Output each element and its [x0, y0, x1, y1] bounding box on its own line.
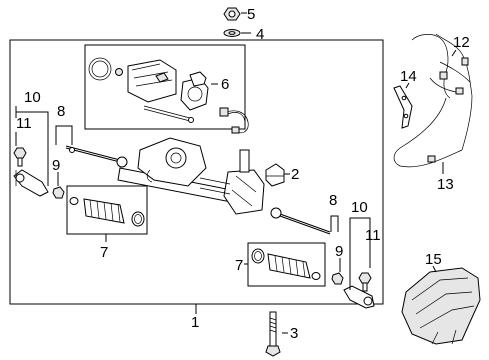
jam-nut-right: [331, 272, 344, 285]
callout-6: 6: [221, 76, 229, 93]
washer-part-4: [223, 29, 251, 37]
callout-1: 1: [191, 314, 199, 331]
leader-15: [432, 265, 437, 273]
leader-10-left: [15, 106, 49, 186]
callout-10-right: 10: [351, 199, 368, 216]
callout-8-right: 8: [329, 192, 337, 209]
callout-10-left: 10: [24, 89, 41, 106]
steering-gear-rack: [117, 137, 265, 215]
leader-8-left: [55, 125, 73, 145]
callout-7-right: 7: [235, 257, 243, 274]
callout-14: 14: [400, 68, 417, 85]
outer-tie-rod-end-right: [343, 272, 375, 309]
leader-8-right: [330, 215, 339, 232]
bracket-part-14: [393, 85, 413, 129]
inner-tie-rod-left: [65, 145, 128, 168]
callout-7-left: 7: [100, 244, 108, 261]
left-boot-kit-box: [66, 185, 148, 235]
callout-9-right: 9: [335, 243, 343, 260]
callout-11-left: 11: [16, 115, 32, 132]
electric-motor-kit-part-6: [88, 57, 218, 123]
bushing-part-2: [265, 163, 288, 187]
jam-nut-left: [52, 186, 65, 199]
callout-2: 2: [291, 166, 299, 183]
callout-3: 3: [290, 325, 298, 342]
callout-11-right: 11: [365, 227, 381, 244]
callout-13: 13: [437, 176, 454, 193]
wire-harness-part-13: [393, 33, 473, 168]
leader-12: [451, 49, 457, 57]
wiring-connector: [219, 107, 249, 134]
inner-tie-rod-right: [270, 207, 331, 235]
heat-shield-part-15: [401, 267, 481, 345]
callout-12: 12: [453, 34, 470, 51]
callout-9-left: 9: [52, 157, 60, 174]
motor-kit-box: [84, 44, 246, 130]
callout-4: 4: [256, 26, 264, 43]
nut-part-5: [223, 7, 247, 21]
callout-8-left: 8: [57, 103, 65, 120]
callout-5: 5: [247, 6, 255, 23]
bolt-part-3: [265, 311, 288, 357]
leader-14: [405, 82, 410, 89]
boot-kit-left: [69, 197, 145, 227]
boot-kit-right: [251, 248, 321, 280]
callout-15: 15: [425, 251, 442, 268]
outer-tie-rod-end-left: [13, 147, 49, 197]
